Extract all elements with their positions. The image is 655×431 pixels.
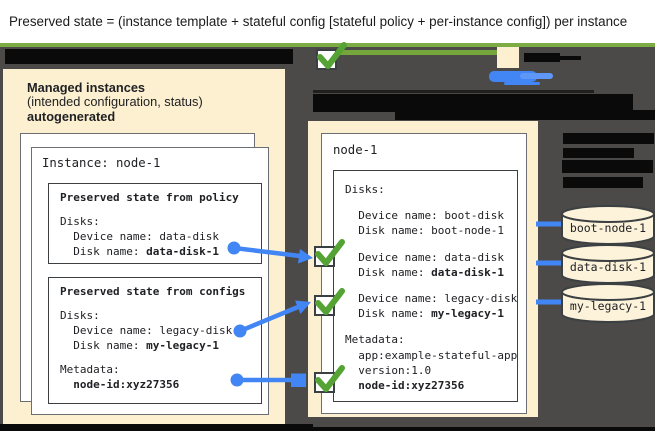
policy-box-title: Preserved state from policy xyxy=(60,191,239,204)
redacted-bar xyxy=(562,160,653,173)
legend-checkbox xyxy=(316,42,347,70)
policy-disk-line: Disk name: data-disk-1 xyxy=(60,245,219,259)
policy-state-box: Preserved state from policy Disks: Devic… xyxy=(48,183,262,264)
heading-line-3: autogenerated xyxy=(27,108,116,124)
metadata-version-line: version:1.0 xyxy=(345,363,432,377)
cylinder-label-legacy: my-legacy-1 xyxy=(569,299,647,313)
redacted-blue-bar xyxy=(489,71,537,82)
policy-device-line: Device name: data-disk xyxy=(60,230,219,244)
metadata-app-line: app:example-stateful-app xyxy=(345,348,518,362)
node-metadata-label: Metadata: xyxy=(345,333,405,347)
configs-device-line: Device name: legacy-disk xyxy=(60,324,233,338)
banner-text: Preserved state = (instance template + s… xyxy=(9,14,628,29)
data-disk-line: Disk name: data-disk-1 xyxy=(345,265,504,279)
configs-box-title: Preserved state from configs xyxy=(60,285,246,298)
redacted-bar xyxy=(0,427,655,431)
metadata-node-id: node-id:xyz27356 xyxy=(358,379,465,393)
checkbox-legacy-disk xyxy=(314,288,345,316)
checkmark-icon xyxy=(315,365,345,392)
heading-line-1: Managed instances xyxy=(27,80,146,95)
redacted-blue-bar xyxy=(520,73,553,79)
redacted-bar xyxy=(563,148,634,158)
banner-green-rule xyxy=(0,43,655,47)
redacted-bar xyxy=(313,94,633,112)
boot-device-line: Device name: boot-disk xyxy=(345,209,504,223)
checkbox-data-disk xyxy=(314,239,345,267)
managed-instances-heading: Managed instances (intended configuratio… xyxy=(27,80,277,124)
title-banner: Preserved state = (instance template + s… xyxy=(0,0,655,43)
heading-line-2: (intended configuration, status) xyxy=(27,94,203,110)
legend-green-connector xyxy=(337,50,497,55)
data-device-line: Device name: data-disk xyxy=(345,250,504,264)
cylinder-label-boot: boot-node-1 xyxy=(569,221,647,235)
redacted-bar xyxy=(524,53,560,62)
configs-state-box: Preserved state from configs Disks: Devi… xyxy=(48,277,262,404)
legacy-disk-line: Disk name: my-legacy-1 xyxy=(345,307,504,321)
legend-cream-swatch xyxy=(497,47,519,68)
checkmark-icon xyxy=(317,42,347,69)
checkbox-node-id xyxy=(314,365,345,393)
policy-disks-label: Disks: xyxy=(60,215,100,228)
metadata-node-line: node-id:xyz27356 xyxy=(345,378,517,393)
redacted-bar xyxy=(563,177,643,188)
data-disk-name: data-disk-1 xyxy=(431,265,504,279)
legacy-disk-name: my-legacy-1 xyxy=(431,307,504,321)
policy-disk-name: data-disk-1 xyxy=(146,245,219,259)
redacted-bar xyxy=(5,49,293,64)
boot-disk-line: Disk name: boot-node-1 xyxy=(345,224,504,238)
configs-metadata-label: Metadata: xyxy=(60,362,120,376)
configs-metadata-line: node-id:xyz27356 xyxy=(60,377,261,392)
redacted-bar xyxy=(313,90,594,93)
redacted-blue-bar xyxy=(504,82,540,85)
legacy-device-line: Device name: legacy-disk xyxy=(345,292,518,306)
redacted-bar xyxy=(395,110,655,120)
node-title: node-1 xyxy=(333,143,378,157)
configs-disk-line: Disk name: my-legacy-1 xyxy=(60,339,219,353)
checkmark-icon xyxy=(315,288,345,315)
square-end-icon xyxy=(291,373,306,387)
redacted-bar xyxy=(560,56,581,60)
configs-disk-name: my-legacy-1 xyxy=(146,339,219,353)
configs-disks-label: Disks: xyxy=(60,309,100,322)
node-disks-label: Disks: xyxy=(345,183,385,196)
cylinder-label-data: data-disk-1 xyxy=(569,260,647,274)
instance-title: Instance: node-1 xyxy=(42,156,161,170)
checkmark-icon xyxy=(315,239,345,266)
node-disks-box: Disks: Device name: boot-disk Disk name:… xyxy=(333,170,518,402)
configs-node-id: node-id:xyz27356 xyxy=(73,377,180,391)
redacted-bar xyxy=(563,133,654,144)
